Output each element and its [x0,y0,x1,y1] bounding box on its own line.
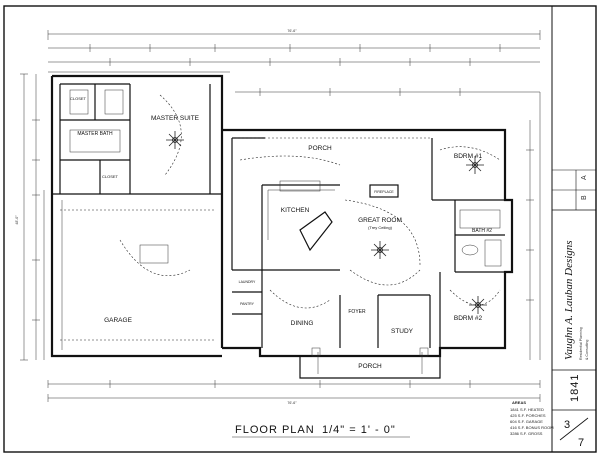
bath-fixtures [69,89,502,267]
garage-detail [60,200,215,350]
label-master-bath: MASTER BATH [77,131,113,137]
label-garage: GARAGE [104,317,132,324]
overall-bottom-dimension: 76'-6" [287,401,297,405]
sheet-of: 7 [578,437,585,449]
ceiling-fan-great-room [371,241,389,259]
plan-number: 1841 [569,374,581,402]
overall-top-dimension: 76'-6" [287,29,297,33]
overall-left-dimension: 48'-0" [15,215,19,225]
room-labels: MASTER SUITE MASTER BATH CLOSET CLOSET P… [70,96,492,370]
electrical-circuits [119,94,501,309]
interior-walls [59,83,505,348]
plan-scale: 1/4" = 1' - 0" [322,424,396,436]
bottom-dimensions: 76'-6" [47,380,541,405]
title-block: A B Vaughn A. Lauban Designs Residential… [551,5,597,453]
area-garage: 604 S.F. GARAGE [510,419,543,424]
left-dimensions: 48'-0" [15,73,45,361]
label-great-room-note: (Trey Ceiling) [368,225,393,230]
top-dimensions: 76'-6" [47,29,541,96]
label-study: STUDY [391,328,414,335]
area-porches: 425 S.F. PORCHES [510,413,546,418]
sheet-border [3,5,597,453]
exterior-walls [50,74,514,358]
area-bonus: 416 S.F. BONUS ROOM [510,425,554,430]
front-porch [299,347,441,379]
label-bdrm-2: BDRM #2 [454,315,483,322]
revision-a: A [581,175,588,180]
ceiling-fans [166,131,487,314]
label-great-room: GREAT ROOM [358,217,402,224]
areas-heading: AREAS [512,400,526,405]
company-sub1: Residential Planning [579,327,583,360]
plan-title: FLOOR PLAN [235,424,315,436]
right-dimensions [526,92,541,360]
label-pantry: PANTRY [240,302,255,306]
area-heated: 1841 S.F. HEATED [510,407,544,412]
label-bath-2: BATH #2 [472,228,492,234]
company-sub2: & Consulting [585,340,589,360]
company-name: Vaughn A. Lauban Designs [563,240,575,360]
label-fireplace: FIREPLACE [374,190,394,194]
area-gross: 3286 S.F. GROSS [510,431,543,436]
label-master-suite: MASTER SUITE [151,115,200,122]
revision-b: B [581,195,588,200]
label-porch-top: PORCH [308,145,332,152]
label-laundry: LAUNDRY [239,280,256,284]
ceiling-fan-bdrm1 [466,156,484,174]
label-closet-2: CLOSET [102,174,119,179]
areas-table: AREAS 1841 S.F. HEATED 425 S.F. PORCHES … [510,400,554,436]
label-kitchen: KITCHEN [281,207,310,214]
label-foyer: FOYER [348,309,366,315]
label-closet-1: CLOSET [70,96,87,101]
drawing-title: FLOOR PLAN 1/4" = 1' - 0" [232,424,410,438]
label-bdrm-1: BDRM #1 [454,153,483,160]
label-porch-bottom: PORCH [358,363,382,370]
label-dining: DINING [291,320,314,327]
sheet-number: 3 [564,419,571,431]
kitchen-detail [267,180,335,252]
ceiling-fan-master [166,131,184,149]
